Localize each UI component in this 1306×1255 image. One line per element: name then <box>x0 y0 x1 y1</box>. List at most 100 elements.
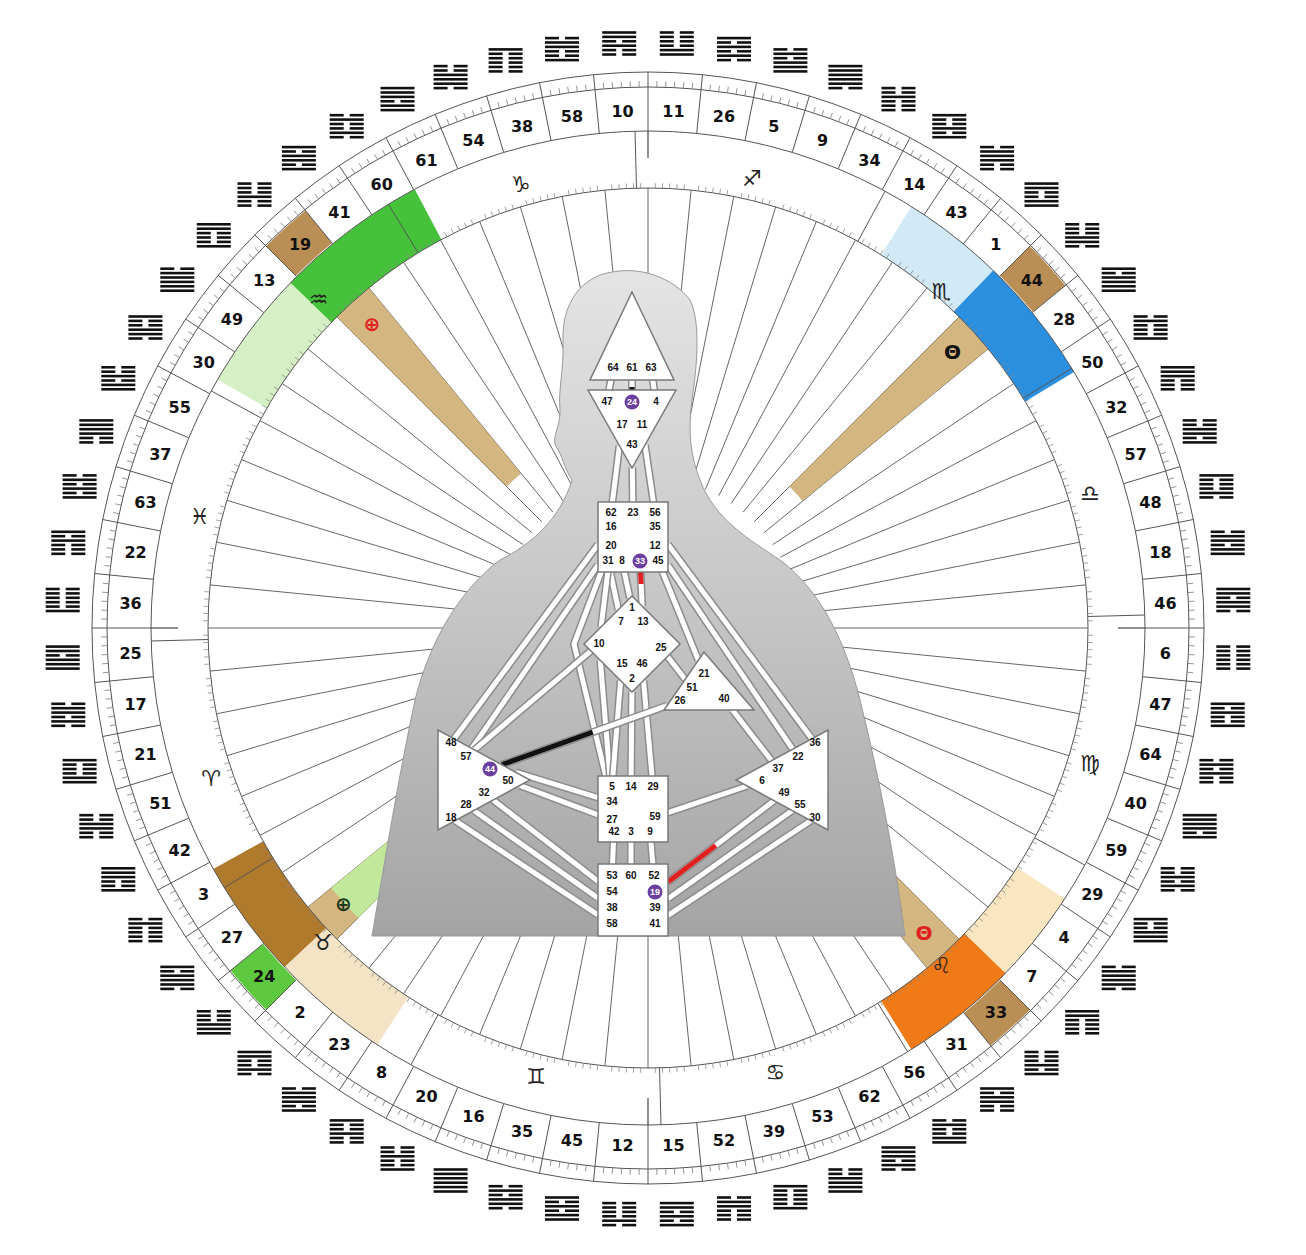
spleen-center: 48574450322818 <box>438 730 530 830</box>
channel-fill <box>629 842 634 864</box>
hexagram-line <box>197 1014 211 1017</box>
line-tick <box>1188 601 1194 602</box>
hexagram-line <box>1231 544 1245 547</box>
line-tick <box>836 226 838 231</box>
hexagram-line <box>66 654 80 657</box>
line-tick <box>286 369 290 372</box>
hexagram-line <box>1025 1051 1039 1054</box>
hexagram-line <box>71 716 85 719</box>
hexagram-line <box>99 836 113 839</box>
gate-number: 59 <box>1105 840 1127 859</box>
line-tick <box>762 1053 763 1058</box>
hexagram-line <box>83 763 97 766</box>
line-tick <box>237 985 242 989</box>
line-tick <box>299 351 303 354</box>
channel-fill <box>610 572 618 610</box>
gate-number: 10 <box>611 101 633 120</box>
line-tick <box>712 1063 714 1068</box>
hexagram-line <box>71 725 85 728</box>
hexagram-symbol <box>717 37 751 62</box>
line-tick <box>458 1026 460 1031</box>
line-tick <box>209 950 214 954</box>
center-shape <box>598 502 668 572</box>
hexagram-line <box>128 328 162 331</box>
line-tick <box>618 1067 619 1072</box>
line-tick <box>655 1068 656 1073</box>
line-tick <box>524 95 525 101</box>
line-tick <box>1083 562 1088 564</box>
hexagram-line <box>1065 1023 1079 1026</box>
hexagram-line <box>602 36 636 39</box>
channel-fill <box>630 467 636 502</box>
line-tick <box>748 1057 749 1062</box>
hexagram-line <box>128 940 142 943</box>
gate-number: 31 <box>602 556 613 566</box>
line-tick <box>1160 452 1166 454</box>
hexagram-line <box>128 927 142 930</box>
hexagram-line <box>848 87 862 90</box>
hexagram-line <box>1199 496 1213 499</box>
line-tick <box>612 82 613 88</box>
hexagram-symbol <box>545 1196 579 1221</box>
hexagram-line <box>1183 419 1197 422</box>
hexagram-line <box>350 1137 364 1140</box>
line-tick <box>718 1164 720 1170</box>
hexagram-line <box>401 1164 415 1167</box>
center-shape <box>588 390 676 468</box>
line-tick <box>359 164 362 169</box>
line-tick <box>1189 636 1195 637</box>
hexagram-line <box>381 96 415 99</box>
line-tick <box>676 1067 677 1072</box>
hexagram-line <box>1183 818 1217 821</box>
line-tick <box>568 190 570 195</box>
hexagram-symbol <box>1216 645 1250 670</box>
hexagram-line <box>121 379 135 382</box>
hexagram-line <box>128 324 142 327</box>
hexagram-line <box>1102 979 1136 982</box>
hexagram-line <box>330 132 364 135</box>
channel <box>668 821 811 916</box>
hexagram-symbol <box>238 1051 272 1076</box>
hexagram-line <box>381 1164 395 1167</box>
line-tick <box>665 1169 666 1175</box>
gate-number: 36 <box>119 593 141 612</box>
center-shape <box>598 864 668 936</box>
hexagram-symbol <box>1199 474 1233 499</box>
line-tick <box>207 685 212 687</box>
line-tick <box>229 478 234 480</box>
line-tick <box>355 959 358 963</box>
line-tick <box>1188 592 1194 593</box>
hexagram-line <box>980 1092 994 1095</box>
hexagram-line <box>1134 918 1168 921</box>
hexagram-line <box>1199 492 1233 495</box>
hexagram-line <box>717 46 751 49</box>
hexagram-line <box>1085 227 1099 230</box>
hexagram-line <box>902 100 916 103</box>
line-tick <box>360 964 363 968</box>
line-tick <box>170 362 175 365</box>
line-tick <box>505 207 507 212</box>
hexagram-line <box>197 245 231 248</box>
line-tick <box>220 749 225 750</box>
line-tick <box>1029 848 1033 851</box>
hexagram-line <box>1199 781 1213 784</box>
line-tick <box>214 957 219 961</box>
hexagram-line <box>773 1203 787 1206</box>
line-tick <box>712 188 714 193</box>
hexagram-line <box>602 1219 636 1222</box>
line-tick <box>874 246 877 250</box>
gate-divider <box>1032 943 1078 980</box>
line-tick <box>406 1113 409 1118</box>
line-tick <box>719 189 721 194</box>
hexagram-line <box>1161 880 1175 883</box>
hexagram-line <box>1216 659 1230 662</box>
gate-number: 23 <box>328 1035 350 1054</box>
hexagram-line <box>51 531 85 534</box>
line-tick <box>234 465 239 467</box>
channel-outline <box>733 710 772 761</box>
gate-number: 7 <box>618 617 624 627</box>
channel-outline <box>668 657 686 680</box>
line-tick <box>287 217 291 222</box>
hexagram-line <box>602 1215 616 1218</box>
hexagram-line <box>79 428 113 431</box>
